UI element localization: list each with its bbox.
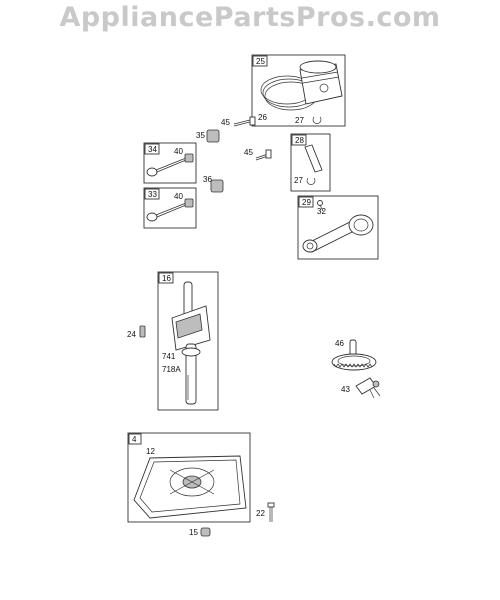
dowel-pin-label: 24: [127, 330, 136, 339]
governor-gear-label: 46: [335, 339, 344, 348]
wrist-pin-clip-label: 27: [294, 176, 303, 185]
crankshaft-tag: 16: [162, 274, 171, 283]
intake-retainer-label: 40: [174, 147, 183, 156]
connecting-rod-group[interactable]: 29 32: [297, 195, 379, 260]
sump-drawing: [133, 455, 247, 519]
intake-valve-group[interactable]: 34 40: [143, 142, 197, 184]
crank-gear-label: 741: [162, 352, 176, 361]
spring-lower-label: 36: [203, 175, 212, 184]
sump-tag: 4: [132, 435, 137, 444]
sump-gasket-label: 12: [146, 447, 155, 456]
intake-valve-drawing: [146, 153, 194, 177]
sump-bolt-drawing: [267, 502, 275, 522]
connecting-rod-tag: 29: [302, 198, 311, 207]
spring-upper[interactable]: 35: [196, 129, 220, 143]
crankshaft-frame: [157, 271, 219, 411]
crankshaft-tag-box: [158, 272, 174, 284]
exhaust-valve-drawing: [146, 198, 194, 222]
intake-valve-tag-box: [144, 143, 160, 155]
oil-seal-drawing: [200, 527, 211, 537]
watermark-text: AppliancePartsPros.com: [59, 2, 441, 33]
intake-valve-tag: 34: [148, 145, 157, 154]
piston-clip-drawing: [312, 116, 322, 124]
connecting-rod-drawing: [302, 214, 374, 253]
screw-lower-label: 45: [244, 148, 253, 157]
sump-tag-box: [128, 433, 142, 445]
rod-bolt-label: 32: [317, 207, 326, 216]
connecting-rod-frame: [297, 195, 379, 260]
governor-gear-drawing: [331, 339, 377, 371]
sump-bolt[interactable]: 22: [256, 502, 275, 522]
wrist-pin-drawing: [304, 144, 323, 173]
spring-lower-drawing: [210, 179, 224, 193]
wrist-pin-tag: 28: [295, 136, 304, 145]
exhaust-valve-frame: [143, 187, 197, 229]
governor-gear[interactable]: 46: [331, 339, 377, 371]
wrist-pin-frame: [290, 133, 331, 192]
screw-lower[interactable]: 45: [244, 148, 272, 161]
governor-crank-drawing: [355, 377, 381, 399]
dowel-pin-drawing: [139, 325, 146, 338]
piston-clip-label: 27: [295, 116, 304, 125]
intake-valve-frame: [143, 142, 197, 184]
spring-upper-drawing: [206, 129, 220, 143]
exhaust-valve-group[interactable]: 33 40: [143, 187, 197, 229]
connecting-rod-tag-box: [298, 196, 314, 208]
spring-upper-label: 35: [196, 131, 205, 140]
oil-seal[interactable]: 15: [189, 527, 211, 537]
crankshaft-drawing: [171, 281, 211, 405]
piston-tag-box: [252, 55, 268, 67]
piston-ring-label: 26: [258, 113, 267, 122]
spring-lower[interactable]: 36: [203, 175, 224, 193]
screw-upper-drawing: [233, 116, 256, 127]
piston-group[interactable]: 25 26 27: [251, 54, 346, 127]
wrist-pin-group[interactable]: 28 27: [290, 133, 331, 192]
sump-frame: [127, 432, 251, 523]
piston-drawing: [299, 60, 343, 105]
screw-lower-drawing: [255, 149, 272, 161]
wrist-pin-clip-drawing: [306, 177, 316, 185]
dowel-pin[interactable]: 24: [127, 325, 146, 339]
governor-crank[interactable]: 43: [341, 377, 381, 399]
exhaust-valve-tag-box: [144, 188, 160, 200]
sump-bolt-label: 22: [256, 509, 265, 518]
screw-upper-label: 45: [221, 118, 230, 127]
crankshaft-group[interactable]: 16 741 718A: [157, 271, 219, 411]
oil-seal-label: 15: [189, 528, 198, 537]
screw-upper[interactable]: 45: [221, 116, 256, 127]
exhaust-valve-tag: 33: [148, 190, 157, 199]
wrist-pin-tag-box: [291, 134, 307, 146]
governor-crank-label: 43: [341, 385, 350, 394]
crank-key-label: 718A: [162, 365, 181, 374]
rod-bolt-drawing: [317, 200, 324, 212]
exhaust-retainer-label: 40: [174, 192, 183, 201]
sump-group[interactable]: 4 12: [127, 432, 251, 523]
piston-tag: 25: [256, 57, 265, 66]
piston-group-frame: [251, 54, 346, 127]
